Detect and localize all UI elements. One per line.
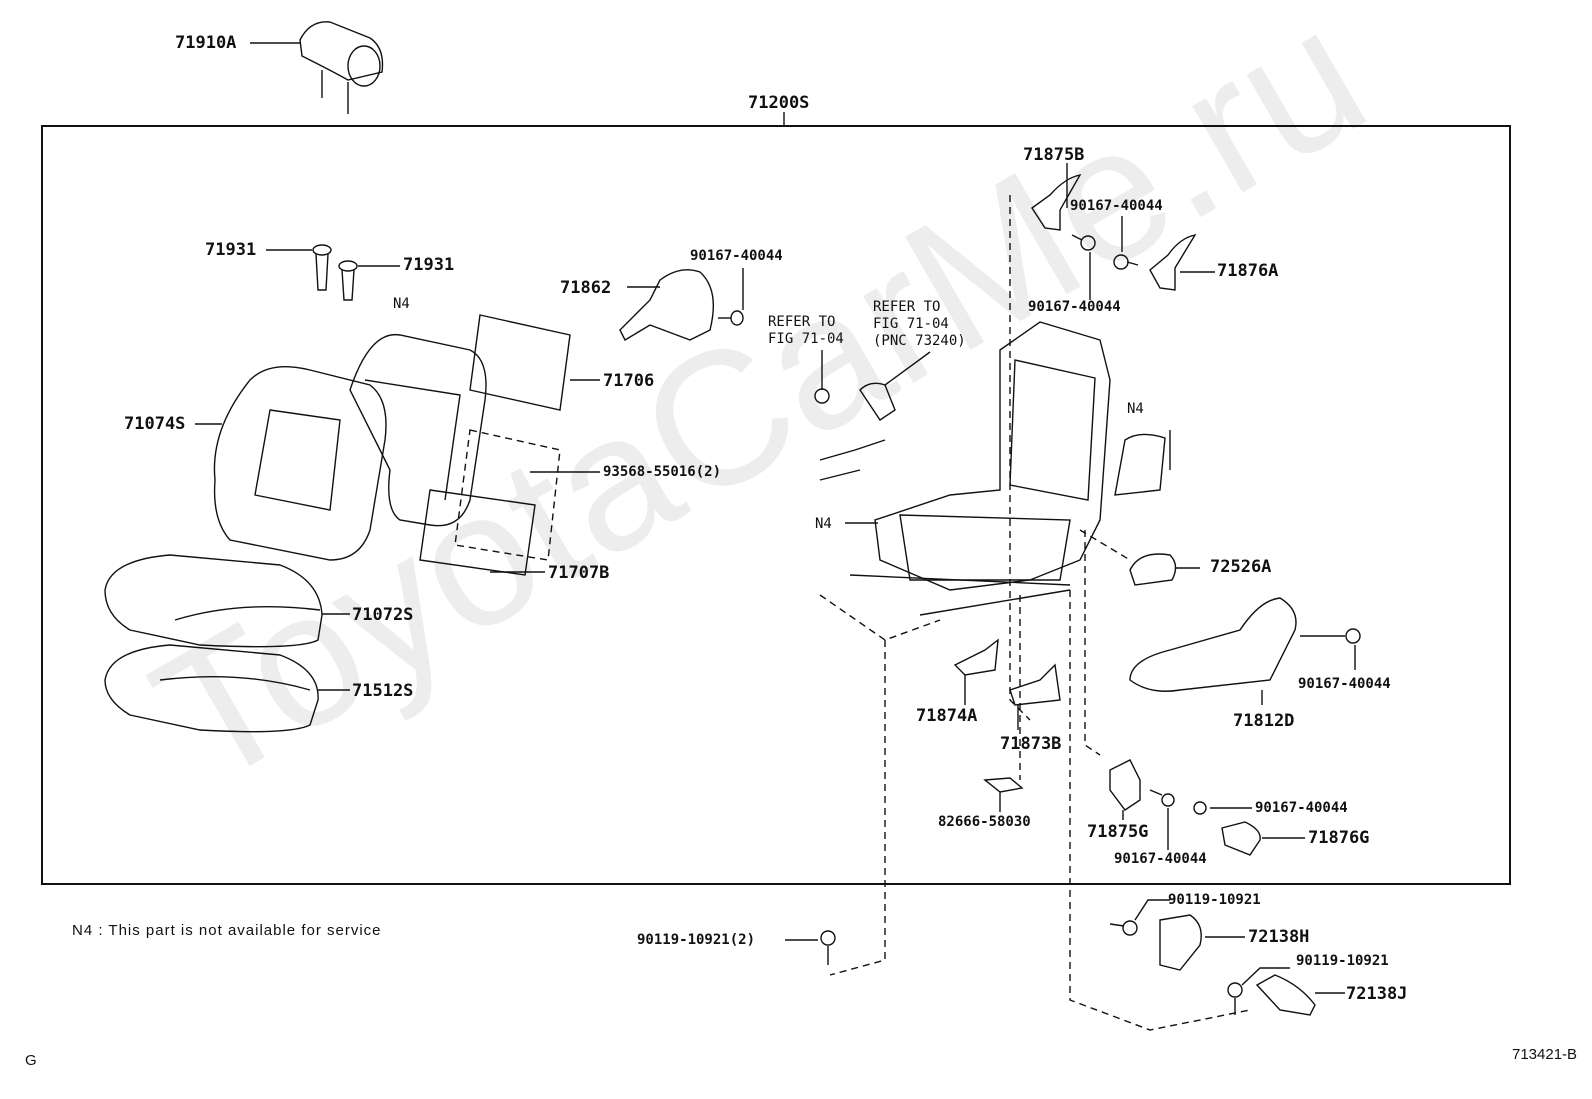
note-marker-n4: N4 [393,296,410,312]
refer-text-2-line2: FIG 71-04 [873,316,949,332]
hinge-cover-parts-bottom [1109,759,1305,856]
part-label-71873B[interactable]: 71873B [1000,734,1062,754]
part-label-71812D[interactable]: 71812D [1233,711,1295,731]
part-label-71706[interactable]: 71706 [603,371,655,391]
part-label-71707B[interactable]: 71707B [548,563,610,583]
part-label-90119-10921-upper[interactable]: 90119-10921 [1168,892,1261,908]
side-cover-part [1114,430,1171,496]
part-label-72526A[interactable]: 72526A [1210,557,1272,577]
refer-text-1-line1: REFER TO [768,314,836,330]
part-label-71931-left[interactable]: 71931 [205,240,257,260]
refer-text-1-line2: FIG 71-04 [768,331,844,347]
part-label-71875G[interactable]: 71875G [1087,822,1149,842]
brackets-lower [953,530,1251,1031]
part-label-90167-40044-lower-left[interactable]: 90167-40044 [1114,851,1207,867]
part-label-82666-58030[interactable]: 82666-58030 [938,814,1031,830]
corner-mark: G [25,1052,37,1069]
refer-text-2-line3: (PNC 73240) [873,333,966,349]
service-note: N4 : This part is not available for serv… [72,922,382,939]
part-label-71876G[interactable]: 71876G [1308,828,1370,848]
part-label-71874A[interactable]: 71874A [916,706,978,726]
hinge-cover-parts-top [1009,163,1215,721]
seat-frame-part [845,321,1111,616]
note-marker-n4-side: N4 [1127,401,1144,417]
shield-part [619,268,744,341]
part-label-71512S[interactable]: 71512S [352,681,414,701]
part-label-71072S[interactable]: 71072S [352,605,414,625]
part-label-72138H[interactable]: 72138H [1248,927,1310,947]
part-label-90167-40044-top-right[interactable]: 90167-40044 [1070,198,1163,214]
seatback-cover-part [195,365,387,561]
part-label-71862[interactable]: 71862 [560,278,612,298]
part-label-90167-40044-lower-right[interactable]: 90167-40044 [1255,800,1348,816]
part-label-93568-55016[interactable]: 93568-55016(2) [603,464,722,480]
figure-code: 713421-B [1512,1046,1578,1063]
headrest-supports [266,244,400,301]
assembly-frame [41,125,1511,885]
part-label-90119-10921-lower[interactable]: 90119-10921 [1296,953,1389,969]
part-label-71876A[interactable]: 71876A [1217,261,1279,281]
outer-shield-part [1129,597,1361,705]
seatback-board-part [419,314,600,576]
refer-text-2-line1: REFER TO [873,299,941,315]
part-label-90167-40044-shield[interactable]: 90167-40044 [690,248,783,264]
seat-cushion-pad-part [104,644,350,733]
knob-part [1079,529,1200,586]
part-label-90119-10921-x2[interactable]: 90119-10921(2) [637,932,756,948]
rail-covers [785,594,1345,1016]
reference-parts [814,350,931,481]
part-label-71931-right[interactable]: 71931 [403,255,455,275]
part-label-71910A[interactable]: 71910A [175,33,237,53]
seat-cushion-cover-part [104,554,350,648]
part-label-71200S[interactable]: 71200S [748,93,810,113]
note-marker-n4-frame: N4 [815,516,832,532]
part-label-71074S[interactable]: 71074S [124,414,186,434]
part-label-71875B[interactable]: 71875B [1023,145,1085,165]
seatback-pad-part [349,333,487,527]
part-label-90167-40044-top-left[interactable]: 90167-40044 [1028,299,1121,315]
part-label-90167-40044-shield-outer[interactable]: 90167-40044 [1298,676,1391,692]
headrest-part [250,21,384,114]
part-label-72138J[interactable]: 72138J [1346,984,1408,1004]
